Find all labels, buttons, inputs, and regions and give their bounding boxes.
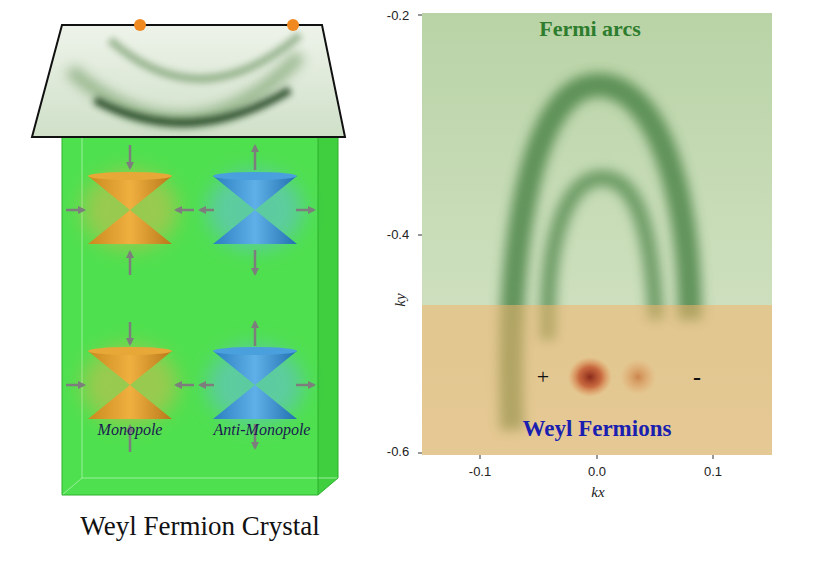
axis-tick: -0.1 — [469, 465, 491, 479]
band-label: + — [537, 364, 549, 390]
crystal-cube — [62, 113, 338, 495]
surface-plane — [32, 19, 345, 137]
flux-arrows — [66, 145, 314, 452]
axis-tick: -0.2 — [387, 9, 409, 23]
axis-tick: -0.6 — [387, 445, 409, 459]
axis-title: ky — [392, 293, 409, 306]
axis-tick: -0.4 — [387, 228, 409, 242]
axis-title: kx — [591, 484, 604, 501]
weyl-point-band: + -Weyl Fermions — [422, 305, 772, 455]
band-label: - — [693, 364, 701, 391]
figure-caption: Weyl Fermion Crystal — [80, 511, 319, 542]
axis-tick: 0.1 — [704, 465, 722, 479]
axis-tick: 0.0 — [588, 465, 606, 479]
band-label: Weyl Fermions — [523, 416, 672, 442]
crystal-region: Monopole Anti-Monopole — [62, 133, 338, 495]
monopole-label: Anti-Monopole — [214, 421, 311, 439]
panel-heading: Fermi arcs — [539, 16, 641, 42]
monopole-label: Monopole — [98, 421, 163, 439]
weyl-cones — [82, 170, 303, 425]
arpes-panel: Fermi arcs + -Weyl Fermions — [422, 13, 772, 455]
arpes-map — [418, 13, 772, 459]
